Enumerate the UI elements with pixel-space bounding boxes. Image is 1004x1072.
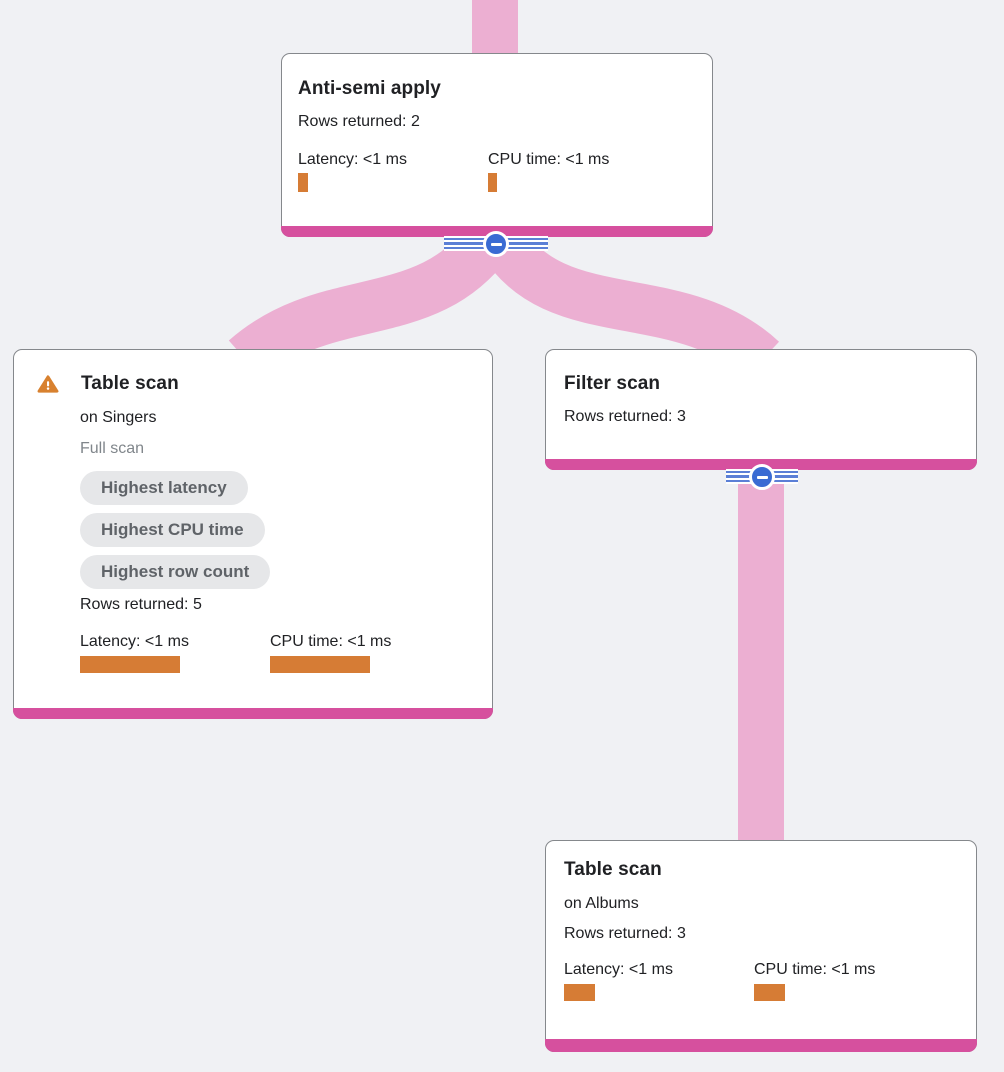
cpu-time-bar xyxy=(488,173,497,192)
node-table-scan-albums[interactable]: Table scan on Albums Rows returned: 3 La… xyxy=(545,840,977,1052)
node-title: Table scan xyxy=(564,859,662,880)
latency-metric: Latency: <1 ms xyxy=(564,959,754,1001)
cpu-time-metric: CPU time: <1 ms xyxy=(270,631,460,673)
cpu-time-bar xyxy=(270,656,370,673)
node-accent-bar xyxy=(13,708,493,719)
collapse-button-filter-scan[interactable] xyxy=(749,464,775,490)
warning-icon xyxy=(37,375,59,393)
badge-list: Highest latency Highest CPU time Highest… xyxy=(80,471,476,589)
collapse-button-anti-semi[interactable] xyxy=(483,231,509,257)
scan-target-label: on Singers xyxy=(80,409,157,426)
rows-returned-label: Rows returned: 3 xyxy=(564,408,686,425)
metrics-row: Latency: <1 ms CPU time: <1 ms xyxy=(80,631,476,673)
badge-highest-cpu-time: Highest CPU time xyxy=(80,513,265,547)
latency-bar xyxy=(298,173,308,192)
latency-label: Latency: <1 ms xyxy=(298,151,407,168)
latency-label: Latency: <1 ms xyxy=(80,633,189,650)
node-title: Anti-semi apply xyxy=(298,78,441,99)
node-accent-bar xyxy=(545,1039,977,1052)
cpu-time-metric: CPU time: <1 ms xyxy=(754,959,944,1001)
node-title: Filter scan xyxy=(564,373,661,394)
node-body: Anti-semi apply Rows returned: 2 Latency… xyxy=(282,54,712,192)
badge-highest-row-count: Highest row count xyxy=(80,555,271,589)
edge-anti-semi-to-table-scan-singers xyxy=(228,215,518,381)
cpu-time-metric: CPU time: <1 ms xyxy=(488,149,678,192)
minus-icon xyxy=(756,475,768,479)
node-header: Table scan xyxy=(37,371,476,397)
metrics-row: Latency: <1 ms CPU time: <1 ms xyxy=(298,149,696,192)
node-table-scan-singers[interactable]: Table scan on Singers Full scan Highest … xyxy=(13,349,493,719)
cpu-time-bar xyxy=(754,984,785,1001)
latency-bar xyxy=(564,984,595,1001)
cpu-time-label: CPU time: <1 ms xyxy=(270,633,392,650)
node-details: on Singers Full scan Highest latency Hig… xyxy=(80,407,476,673)
rows-returned-label: Rows returned: 2 xyxy=(298,113,420,130)
latency-metric: Latency: <1 ms xyxy=(80,631,270,673)
rows-returned-label: Rows returned: 5 xyxy=(80,596,202,613)
node-title: Table scan xyxy=(81,373,179,394)
latency-bar xyxy=(80,656,180,673)
badge-highest-latency: Highest latency xyxy=(80,471,248,505)
cpu-time-label: CPU time: <1 ms xyxy=(754,961,876,978)
node-anti-semi-apply[interactable]: Anti-semi apply Rows returned: 2 Latency… xyxy=(281,53,713,237)
minus-icon xyxy=(490,242,502,246)
node-body: Table scan on Singers Full scan Highest … xyxy=(14,350,492,673)
latency-label: Latency: <1 ms xyxy=(564,961,673,978)
edge-anti-semi-to-filter-scan xyxy=(473,217,780,379)
scan-type-label: Full scan xyxy=(80,440,145,457)
node-body: Filter scan Rows returned: 3 xyxy=(546,350,976,427)
edge-input-to-anti-semi xyxy=(472,0,518,58)
scan-target-label: on Albums xyxy=(564,895,639,912)
node-body: Table scan on Albums Rows returned: 3 La… xyxy=(546,841,976,1001)
node-filter-scan[interactable]: Filter scan Rows returned: 3 xyxy=(545,349,977,470)
latency-metric: Latency: <1 ms xyxy=(298,149,488,192)
cpu-time-label: CPU time: <1 ms xyxy=(488,151,610,168)
metrics-row: Latency: <1 ms CPU time: <1 ms xyxy=(564,959,958,1001)
rows-returned-label: Rows returned: 3 xyxy=(564,925,686,942)
